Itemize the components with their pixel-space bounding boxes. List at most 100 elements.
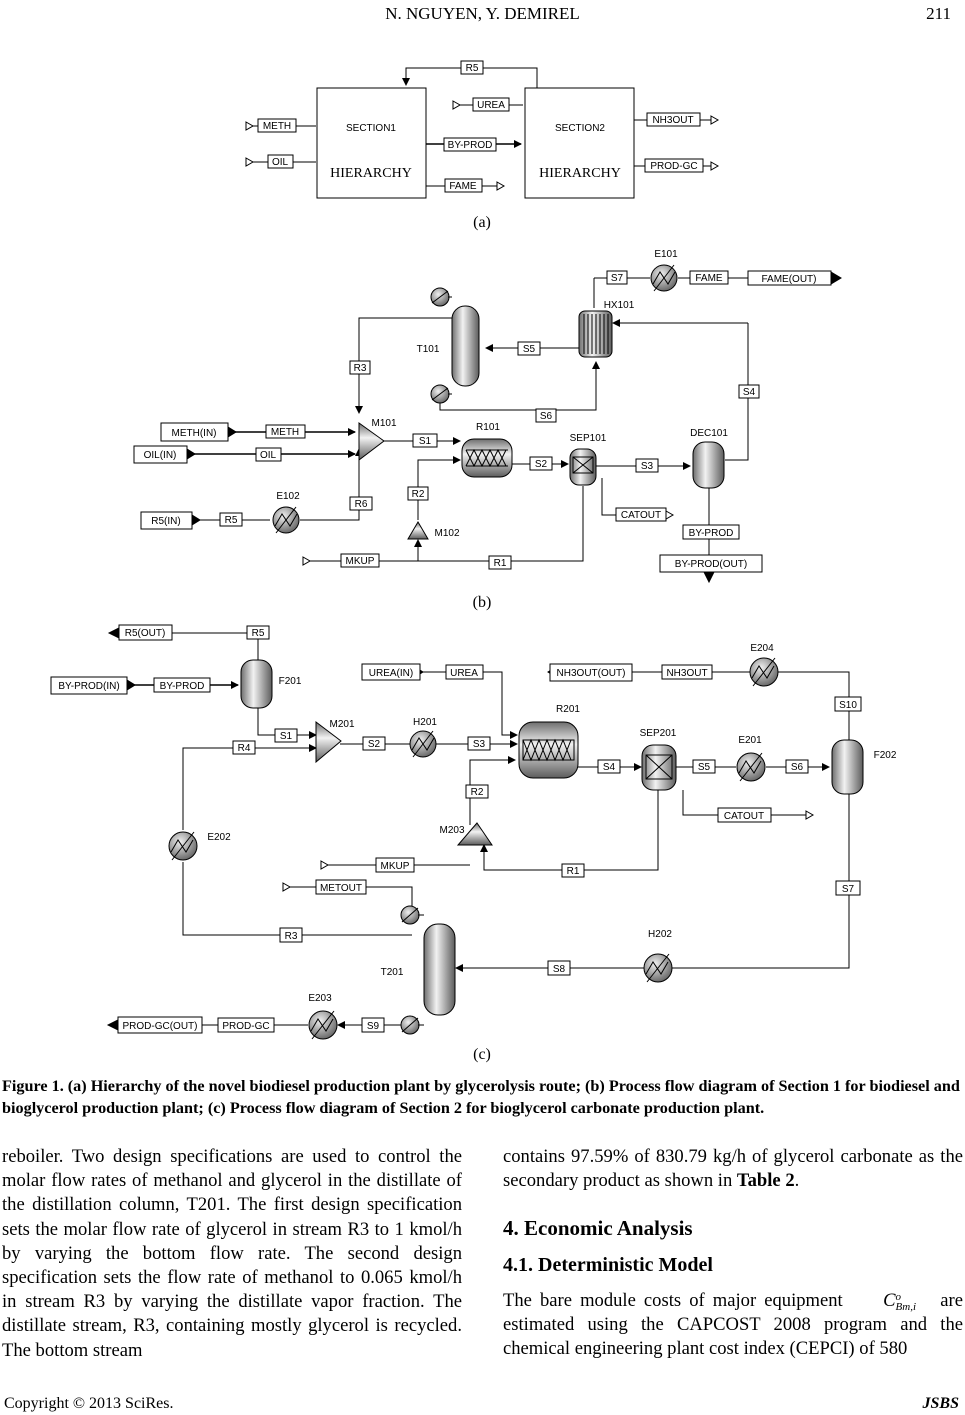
stream-tag-s7 (606, 270, 628, 285)
stream-label-s10: S10 (839, 700, 857, 711)
stream-tag-catout (717, 807, 772, 823)
unit-label-e202: E202 (207, 832, 231, 843)
section-heading: 4. Economic Analysis (503, 1216, 693, 1241)
running-header-authors: N. NGUYEN, Y. DEMIREL (385, 4, 580, 23)
panel-c-section2-flowsheet: R5(OUT) R5 BY-PROD(IN) BY-PROD UREA(IN) … (50, 624, 897, 1040)
product-arrow-nh3out (710, 115, 720, 125)
stream-label-prodgcout: PROD-GC(OUT) (123, 1021, 198, 1032)
stream-tag-nh3out (661, 664, 713, 680)
stream-label-r6: R6 (355, 499, 368, 510)
stream-tag-r4 (232, 740, 256, 755)
body-paragraph: contains 97.59% of 830.79 kg/h of glycer… (503, 1145, 963, 1193)
stream-label-s8: S8 (553, 964, 566, 975)
unit-label-dec101: DEC101 (690, 428, 728, 439)
stream-label-mkup: MKUP (381, 861, 410, 872)
feed-arrow-urea (452, 100, 462, 110)
product-arrow-prodgc (710, 161, 720, 171)
stream-label-s7: S7 (842, 884, 855, 895)
stream-tag-s5 (517, 341, 541, 356)
stream-tag-meth (257, 118, 297, 133)
stream-label-r2: R2 (471, 787, 484, 798)
journal-abbrev: JSBS (922, 1395, 959, 1412)
stream-label-r3: R3 (354, 363, 367, 374)
column-t101-reboiler-pipe (431, 387, 452, 401)
stream-line-r4 (182, 744, 317, 830)
stream-label-oil: OIL (272, 157, 289, 168)
stream-label-catout: CATOUT (724, 811, 764, 822)
stream-label-byprodin: BY-PROD(IN) (58, 681, 119, 692)
flash-f201 (240, 659, 273, 709)
body-text: . (794, 1170, 800, 1192)
stream-label-s6: S6 (791, 762, 804, 773)
stream-label-prodgc: PROD-GC (222, 1021, 269, 1032)
section2-label: SECTION2 (555, 123, 605, 134)
decanter-dec101 (692, 441, 725, 489)
stream-tag-oil (267, 154, 294, 169)
feed-arrow-methin (227, 426, 237, 438)
stream-line-r1 (414, 486, 584, 562)
stream-label-r5: R5 (225, 515, 238, 526)
stream-tag-r3 (349, 360, 371, 375)
stream-label-s5: S5 (698, 762, 711, 773)
stream-label-s1: S1 (419, 436, 432, 447)
stream-label-s3: S3 (473, 739, 486, 750)
feed-arrow-oilin (186, 448, 196, 460)
stream-line-r3 (355, 317, 452, 414)
separator-sep201-cross (645, 754, 673, 780)
stream-tag-r1 (488, 555, 512, 570)
unit-label-m102: M102 (434, 528, 459, 539)
stream-line-r6 (300, 448, 363, 521)
stream-label-s2: S2 (368, 739, 381, 750)
feed-arrow-meth (245, 121, 255, 131)
panel-b-section1-flowsheet: S7 FAME FAME(OUT) R3 S5 S6 S4 METH(IN) M… (133, 249, 842, 584)
stream-label-s5: S5 (523, 344, 536, 355)
stream-label-s3: S3 (641, 461, 654, 472)
stream-tag-mkup (340, 553, 380, 568)
stream-tag-s3 (467, 736, 491, 751)
stream-tag-s1 (412, 433, 438, 448)
stream-tag-byprod (443, 137, 497, 152)
stream-tag-s4 (738, 384, 760, 399)
unit-label-e201: E201 (738, 735, 762, 746)
reactor-r201-packing (522, 738, 575, 762)
stream-label-byprod: BY-PROD (689, 528, 734, 539)
heat-exchanger-e102-arrow (275, 506, 297, 534)
stream-label-s2: S2 (535, 459, 548, 470)
feed-arrow-byprodin (126, 679, 136, 691)
unit-label-sep101: SEP101 (570, 433, 607, 444)
stream-tag-urea (445, 664, 484, 680)
stream-label-r2: R2 (412, 489, 425, 500)
right-column: contains 97.59% of 830.79 kg/h of glycer… (503, 1145, 963, 1361)
unit-label-sep201: SEP201 (640, 728, 677, 739)
stream-label-s9: S9 (367, 1021, 380, 1032)
stream-line-r2 (469, 756, 516, 825)
stream-tag-r6 (349, 496, 373, 511)
product-arrow-fame (496, 181, 506, 191)
panel-a-label: (a) (473, 214, 491, 231)
unit-label-hx101: HX101 (604, 300, 635, 311)
table-reference-link[interactable]: Table 2 (736, 1170, 795, 1192)
subsection-heading: 4.1. Deterministic Model (503, 1253, 713, 1276)
heater-h202-arrow (646, 953, 670, 983)
stream-tag-metout (315, 879, 367, 895)
stream-tag-nh3out (646, 112, 701, 127)
unit-label-m203: M203 (439, 825, 464, 836)
left-column: reboiler. Two design specifications are … (2, 1145, 462, 1363)
column-t101 (451, 305, 480, 387)
stream-tag-prodgcout (117, 1016, 203, 1034)
panel-a-hierarchy: SECTION1 HIERARCHY SECTION2 HIERARCHY R5… (245, 60, 720, 199)
heat-exchanger-e101-arrow (653, 264, 675, 292)
stream-tag-nh3outout (549, 663, 633, 682)
heat-exchanger-e204-coil (751, 665, 775, 679)
section1-block (316, 87, 427, 199)
stream-label-meth: METH (263, 121, 291, 132)
stream-label-r5out: R5(OUT) (125, 628, 166, 639)
unit-label-f202: F202 (874, 750, 897, 761)
heat-exchanger-e204-arrow (752, 657, 776, 687)
product-arrow-catout (805, 810, 815, 820)
stream-label-r3: R3 (285, 931, 298, 942)
stream-label-meth: METH (271, 427, 299, 438)
stream-tag-r5 (219, 512, 243, 527)
stream-tag-s4 (597, 759, 621, 774)
